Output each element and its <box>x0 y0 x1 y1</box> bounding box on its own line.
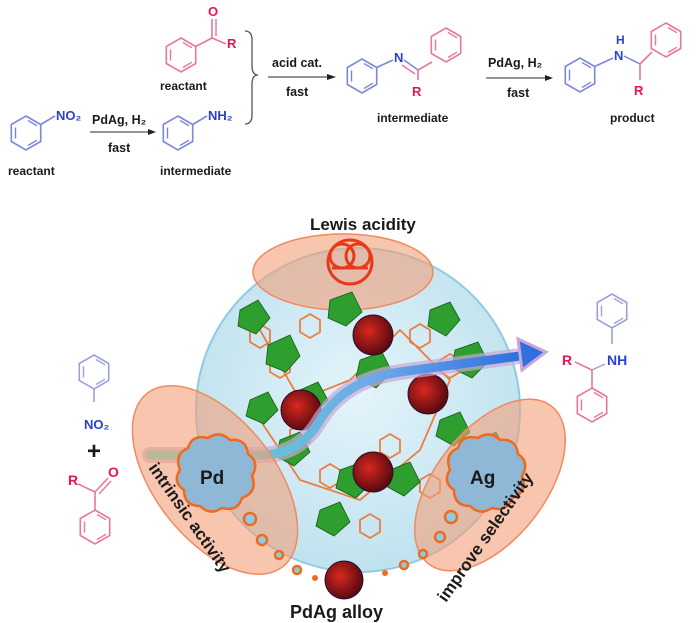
step3-speed: fast <box>507 86 530 100</box>
amine-group-label: NH₂ <box>208 108 233 123</box>
pdag-alloy-label: PdAg alloy <box>290 602 383 622</box>
reaction-arrow-step3: PdAg, H₂ fast <box>486 56 553 100</box>
benzene-ring-icon <box>564 57 596 93</box>
ag-site-highlight: Ag <box>382 398 567 576</box>
benzene-ring-icon <box>346 58 378 94</box>
imine-nitrogen-label: N <box>394 50 403 65</box>
amine-hydrogen-label: H <box>616 33 625 47</box>
imine-r-group-label: R <box>412 84 422 99</box>
product-r-group-label: R <box>634 83 644 98</box>
ketone-structure: O R reactant <box>160 4 237 93</box>
benzene-ring-icon <box>430 27 462 63</box>
input-nitro-label: NO₂ <box>84 417 110 432</box>
intermediate-label: intermediate <box>160 164 232 178</box>
output-nh-label: NH <box>607 352 627 368</box>
step3-conditions: PdAg, H₂ <box>488 56 542 70</box>
reactant-label: reactant <box>8 164 55 178</box>
imine-intermediate-label: intermediate <box>377 111 449 125</box>
input-r-group-label: R <box>68 472 78 488</box>
reaction-arrow-step2: acid cat. fast <box>268 56 336 99</box>
zr-cluster-cage <box>326 238 374 286</box>
pdag-nanoparticles <box>280 314 449 493</box>
output-r-group-label: R <box>562 352 572 368</box>
catalyst-illustration: Lewis acidity <box>68 215 628 622</box>
pd-label: Pd <box>200 468 224 489</box>
aniline-structure: NH₂ intermediate <box>160 108 233 178</box>
nitro-group-label: NO₂ <box>56 108 82 123</box>
output-product: NH R <box>562 293 628 423</box>
nitrobenzene-structure: NO₂ reactant <box>8 108 82 178</box>
input-reactants: NO₂ + R O <box>68 354 119 545</box>
benzene-ring-icon <box>79 509 111 545</box>
imine-structure: N R intermediate <box>346 27 462 125</box>
benzene-ring-icon <box>650 22 682 58</box>
pd-site-highlight: Pd <box>131 385 318 581</box>
combine-brace <box>244 30 259 125</box>
pd-particle-cloud <box>175 433 257 513</box>
reaction-scheme: NO₂ reactant PdAg, H₂ fast NH₂ intermedi… <box>8 4 682 178</box>
ag-label: Ag <box>470 468 495 489</box>
carbonyl-oxygen-label: O <box>208 4 218 19</box>
benzene-ring-icon <box>576 387 608 423</box>
benzene-ring-icon <box>78 354 110 390</box>
pdag-alloy-particle <box>324 560 364 600</box>
reaction-arrow-step1: PdAg, H₂ fast <box>90 113 156 155</box>
benzene-ring-icon <box>162 115 194 151</box>
benzene-ring-icon <box>596 293 628 329</box>
benzene-ring-icon <box>165 37 197 73</box>
step1-speed: fast <box>108 141 131 155</box>
plus-sign: + <box>87 438 101 465</box>
step2-conditions: acid cat. <box>272 56 322 70</box>
benzene-ring-icon <box>10 115 42 151</box>
step2-speed: fast <box>286 85 309 99</box>
amine-product-structure: H N R product <box>564 22 682 125</box>
r-group-label: R <box>227 36 237 51</box>
input-carbonyl-oxygen-label: O <box>108 464 119 480</box>
amine-nitrogen-label: N <box>614 48 623 63</box>
lewis-acidity-label: Lewis acidity <box>310 215 416 234</box>
ketone-reactant-label: reactant <box>160 79 207 93</box>
product-label: product <box>610 111 655 125</box>
reaction-pathway-arrow <box>142 336 549 463</box>
step1-conditions: PdAg, H₂ <box>92 113 146 127</box>
ag-particle-cloud <box>445 433 527 513</box>
arrow-head-icon <box>516 336 549 373</box>
